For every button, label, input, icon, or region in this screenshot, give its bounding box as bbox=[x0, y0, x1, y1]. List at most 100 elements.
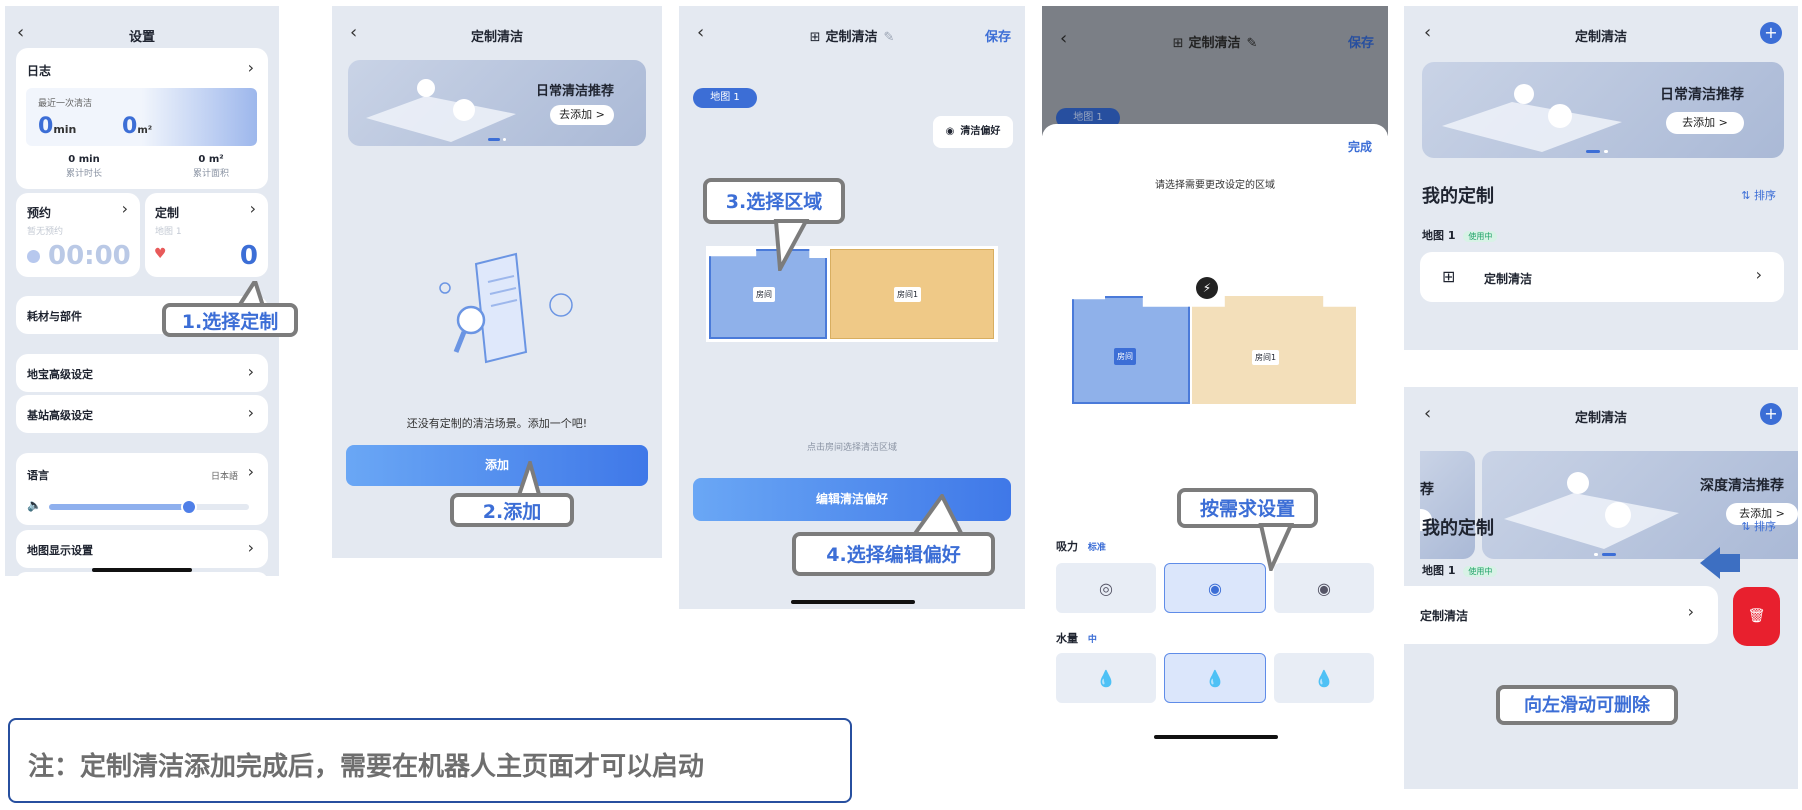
done-button[interactable]: 完成 bbox=[1347, 140, 1372, 154]
custom-sub: 地图 1 bbox=[155, 227, 182, 237]
suction-option-quiet[interactable]: ◎ bbox=[1056, 563, 1156, 613]
volume-slider[interactable] bbox=[49, 499, 249, 515]
delete-button[interactable]: 🗑 bbox=[1733, 587, 1780, 646]
chevron-right-icon: › bbox=[247, 58, 254, 77]
drop-low-icon: 💧 bbox=[1096, 669, 1116, 688]
water-option-low[interactable]: 💧 bbox=[1056, 653, 1156, 703]
edit-preference-button[interactable]: 编辑清洁偏好 bbox=[693, 478, 1011, 521]
area-hint: 点击房间选择清洁区域 bbox=[806, 443, 897, 453]
home-indicator bbox=[92, 568, 192, 572]
banner-add-button[interactable]: 去添加 > bbox=[1666, 112, 1744, 134]
water-option-medium[interactable]: 💧 bbox=[1164, 653, 1266, 703]
chevron-right-icon: › bbox=[1687, 602, 1694, 621]
trash-icon: 🗑 bbox=[1747, 608, 1766, 624]
fan-mid-icon: ◉ bbox=[1208, 579, 1222, 598]
prev-banner-title: 荐 bbox=[1420, 482, 1434, 498]
water-value: 中 bbox=[1087, 635, 1097, 645]
recent-clean-label: 最近一次清洁 bbox=[38, 99, 93, 109]
pencil-icon[interactable]: ✎ bbox=[1246, 36, 1258, 51]
pencil-icon[interactable]: ✎ bbox=[883, 30, 895, 45]
preference-button[interactable]: ◉清洁偏好 bbox=[933, 116, 1013, 148]
water-option-high[interactable]: 💧 bbox=[1274, 653, 1374, 703]
screen-settings: ‹ 设置 日志 › 最近一次清洁 0min 0m² 0 min 累计时长 0 m… bbox=[5, 6, 279, 576]
map-name: 地图 1 bbox=[1422, 564, 1456, 577]
recent-clean-panel: 最近一次清洁 0min 0m² bbox=[26, 88, 257, 146]
room-b-label: 房间1 bbox=[894, 287, 922, 302]
recommend-banner[interactable]: 深度清洁推荐 去添加 > bbox=[1482, 451, 1798, 559]
back-icon[interactable]: ‹ bbox=[697, 22, 705, 43]
chevron-right-icon: › bbox=[1755, 265, 1762, 284]
back-icon[interactable]: ‹ bbox=[1424, 403, 1432, 424]
fan-high-icon: ◉ bbox=[1317, 579, 1331, 598]
total-time-label: 累计时长 bbox=[66, 169, 103, 179]
recent-area-unit: m² bbox=[137, 125, 153, 136]
custom-item-row[interactable]: 定制清洁 › bbox=[1404, 586, 1718, 644]
chevron-right-icon: › bbox=[247, 403, 254, 422]
add-icon[interactable]: + bbox=[1760, 22, 1782, 44]
speaker-icon: 🔈 bbox=[27, 498, 42, 512]
map-edit-icon: ⊞ bbox=[1172, 36, 1184, 51]
sheet-prompt: 请选择需要更改设定的区域 bbox=[1155, 180, 1275, 191]
map-display-label: 地图显示设置 bbox=[27, 544, 93, 557]
total-time-value: 0 bbox=[68, 154, 76, 165]
back-icon[interactable]: ‹ bbox=[1424, 22, 1432, 43]
suction-option-standard[interactable]: ◉ bbox=[1164, 563, 1266, 613]
suction-option-strong[interactable]: ◉ bbox=[1274, 563, 1374, 613]
custom-card[interactable]: 定制 › 地图 1 ♥ 0 bbox=[145, 193, 268, 277]
schedule-card[interactable]: 预约 › 暂无预约 00:00 bbox=[16, 193, 140, 277]
sort-button[interactable]: ⇅ 排序 bbox=[1741, 189, 1776, 202]
advanced-station-row[interactable]: 基站高级设定 › bbox=[16, 395, 268, 433]
recent-area-value: 0 bbox=[122, 114, 138, 139]
chevron-right-icon: › bbox=[247, 362, 254, 381]
page-title: ⊞定制清洁✎ bbox=[1042, 32, 1388, 51]
prev-banner-button bbox=[1420, 509, 1432, 531]
sort-button[interactable]: ⇅ 排序 bbox=[1741, 520, 1776, 533]
suction-label: 吸力 bbox=[1056, 540, 1078, 553]
banner-title: 日常清洁推荐 bbox=[1660, 87, 1744, 103]
schedule-label: 预约 bbox=[27, 206, 52, 220]
add-button[interactable]: 添加 bbox=[346, 445, 648, 486]
advanced-robot-row[interactable]: 地宝高级设定 › bbox=[16, 354, 268, 392]
banner-add-button[interactable]: 去添加 > bbox=[1726, 503, 1798, 525]
total-area-unit: m² bbox=[208, 154, 224, 165]
home-indicator bbox=[1154, 735, 1278, 739]
total-area-value: 0 bbox=[198, 154, 206, 165]
map-tag[interactable]: 地图 1 bbox=[693, 88, 757, 108]
chevron-right-icon: › bbox=[247, 462, 254, 481]
custom-count: 0 bbox=[239, 241, 258, 271]
log-card[interactable]: 日志 › 最近一次清洁 0min 0m² 0 min 累计时长 0 m² 累计面… bbox=[16, 48, 268, 189]
recommend-banner[interactable]: 日常清洁推荐 去添加 > bbox=[1422, 62, 1784, 158]
save-button[interactable]: 保存 bbox=[1347, 36, 1374, 51]
recommend-banner[interactable]: 日常清洁推荐 去添加 > bbox=[348, 60, 646, 146]
fan-low-icon: ◎ bbox=[1099, 579, 1113, 598]
room-a-label: 房间 bbox=[753, 287, 775, 302]
prev-banner[interactable]: 荐 bbox=[1420, 451, 1475, 559]
language-label: 语言 bbox=[27, 469, 49, 482]
back-icon[interactable]: ‹ bbox=[17, 22, 25, 43]
drop-high-icon: 💧 bbox=[1314, 669, 1334, 688]
swipe-arrow-icon bbox=[1700, 547, 1720, 579]
in-use-badge: 使用中 bbox=[1463, 231, 1498, 242]
eye-icon: ◉ bbox=[945, 126, 955, 137]
chevron-right-icon: › bbox=[249, 199, 256, 218]
callout-pointer bbox=[773, 219, 810, 271]
language-card[interactable]: 语言 日本語 › 🔈 bbox=[16, 453, 268, 525]
page-dots bbox=[1586, 150, 1610, 153]
volume-knob[interactable] bbox=[181, 499, 197, 515]
screen-preference-sheet: ‹ ⊞定制清洁✎ 保存 地图 1 完成 请选择需要更改设定的区域 ⚡ 房间 房间… bbox=[1042, 6, 1388, 746]
callout-edit-preference: 4.选择编辑偏好 bbox=[792, 532, 995, 576]
my-custom-heading: 我的定制 bbox=[1422, 186, 1494, 207]
room-a-label: 房间 bbox=[1114, 348, 1136, 365]
add-icon[interactable]: + bbox=[1760, 403, 1782, 425]
back-icon[interactable]: ‹ bbox=[1060, 28, 1068, 49]
next-row bbox=[16, 572, 268, 576]
custom-item-row[interactable]: ⊞ 定制清洁 › bbox=[1420, 252, 1784, 302]
banner-add-button[interactable]: 去添加 > bbox=[550, 105, 614, 125]
custom-item-label: 定制清洁 bbox=[1484, 272, 1533, 286]
save-button[interactable]: 保存 bbox=[984, 30, 1011, 45]
map-display-row[interactable]: 地图显示设置 › bbox=[16, 530, 268, 568]
callout-pointer bbox=[910, 494, 965, 536]
title-text: 定制清洁 bbox=[825, 30, 878, 45]
back-icon[interactable]: ‹ bbox=[350, 22, 358, 43]
suction-value: 标准 bbox=[1087, 543, 1106, 553]
